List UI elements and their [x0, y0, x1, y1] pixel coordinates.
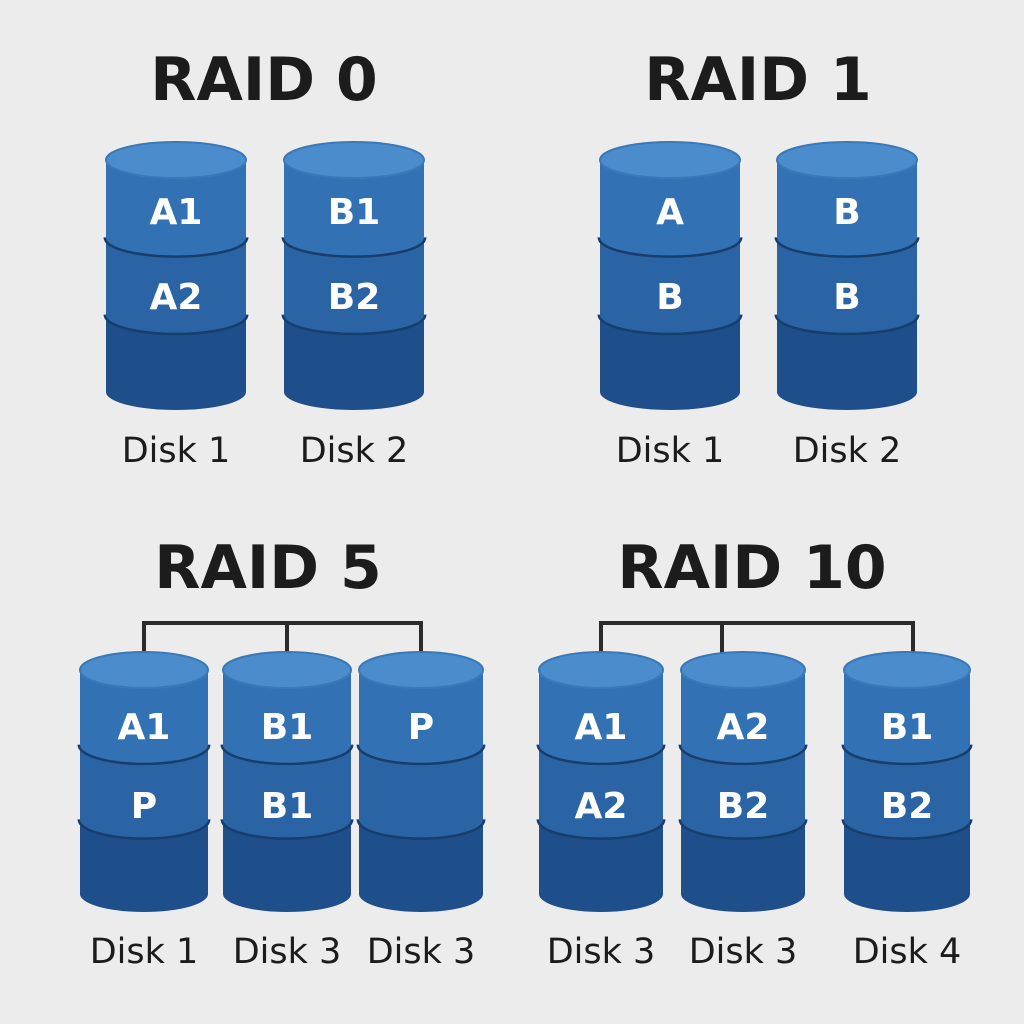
disk-label: Disk 1 — [122, 431, 231, 471]
panel-title: RAID 1 — [644, 45, 871, 115]
disk-segment-3 — [223, 819, 351, 912]
segment-2-label: B2 — [328, 277, 381, 318]
disk-2: A2 B2 Disk 3 — [678, 651, 808, 972]
disk-label: Disk 2 — [793, 431, 902, 471]
disk-1: A1 A2 Disk 1 — [103, 141, 249, 471]
disk-segment-2 — [539, 744, 663, 838]
disk-segment-1 — [539, 670, 663, 763]
disk-label: Disk 3 — [233, 932, 342, 972]
panel-raid-0: RAID 0 A1 A2 Disk 1 B1 B2 Disk 2 — [103, 45, 427, 471]
segment-2-label: P — [131, 786, 157, 827]
panel-raid-5: RAID 5 A1 P Disk 1 B1 B1 Disk 3 P Disk 3 — [77, 533, 486, 972]
disk-segment-2 — [80, 744, 208, 838]
disk-segment-1 — [223, 670, 351, 763]
segment-1-label: B1 — [261, 707, 314, 748]
disk-label: Disk 3 — [689, 932, 798, 972]
segment-2-label: B — [833, 277, 860, 318]
disk-label: Disk 1 — [90, 932, 199, 972]
disk-3: B1 B2 Disk 4 — [841, 651, 973, 972]
disk-segment-1 — [844, 670, 970, 763]
disk-label: Disk 3 — [547, 932, 656, 972]
disk-label: Disk 4 — [853, 932, 962, 972]
disk-segment-1 — [284, 160, 424, 256]
disk-top-cap — [680, 651, 806, 689]
disk-top-cap — [358, 651, 484, 689]
panel-title: RAID 5 — [154, 533, 381, 603]
disk-segment-3 — [284, 314, 424, 410]
disk-top-cap — [79, 651, 209, 689]
disk-segment-1 — [777, 160, 917, 256]
segment-2-label: B2 — [717, 786, 770, 827]
disk-segment-3 — [777, 314, 917, 410]
disk-1: A B Disk 1 — [597, 141, 743, 471]
disk-segment-2 — [223, 744, 351, 838]
disk-top-cap — [843, 651, 971, 689]
disk-segment-2 — [284, 237, 424, 333]
disk-segment-1 — [600, 160, 740, 256]
disk-segment-1 — [80, 670, 208, 763]
disk-top-cap — [105, 141, 247, 179]
disk-top-cap — [599, 141, 741, 179]
disk-segment-3 — [539, 819, 663, 912]
segment-2-label: B2 — [881, 786, 934, 827]
segment-1-label: B — [833, 192, 860, 233]
disk-segment-3 — [844, 819, 970, 912]
segment-1-label: P — [408, 707, 434, 748]
segment-2-label: B1 — [261, 786, 314, 827]
segment-1-label: A1 — [118, 707, 171, 748]
disk-top-cap — [222, 651, 352, 689]
disk-segment-2 — [844, 744, 970, 838]
disk-segment-2 — [106, 237, 246, 333]
disk-label: Disk 2 — [300, 431, 409, 471]
segment-2-label: B — [656, 277, 683, 318]
disk-segment-3 — [80, 819, 208, 912]
disk-segment-2 — [359, 744, 483, 838]
panel-raid-1: RAID 1 A B Disk 1 B B Disk 2 — [597, 45, 920, 471]
disk-segment-2 — [600, 237, 740, 333]
panel-title: RAID 10 — [617, 533, 886, 603]
disk-segment-3 — [106, 314, 246, 410]
panel-title: RAID 0 — [150, 45, 377, 115]
disk-segment-1 — [681, 670, 805, 763]
segment-1-label: A — [656, 192, 684, 233]
segment-2-label: A2 — [575, 786, 628, 827]
disk-segment-3 — [600, 314, 740, 410]
segment-1-label: A2 — [717, 707, 770, 748]
disk-segment-3 — [681, 819, 805, 912]
disk-2: B1 B1 Disk 3 — [220, 651, 354, 972]
disk-label: Disk 3 — [367, 932, 476, 972]
disk-top-cap — [538, 651, 664, 689]
disk-segment-2 — [681, 744, 805, 838]
segment-2-label: A2 — [150, 277, 203, 318]
segment-1-label: B1 — [881, 707, 934, 748]
disk-segment-1 — [359, 670, 483, 763]
disk-segment-3 — [359, 819, 483, 912]
disk-top-cap — [283, 141, 425, 179]
segment-1-label: A1 — [575, 707, 628, 748]
disk-2: B B Disk 2 — [774, 141, 920, 471]
panel-raid-10: RAID 10 A1 A2 Disk 3 A2 B2 Disk 3 B1 B2 … — [536, 533, 973, 972]
disk-label: Disk 1 — [616, 431, 725, 471]
disk-1: A1 P Disk 1 — [77, 651, 211, 972]
disk-top-cap — [776, 141, 918, 179]
disk-segment-2 — [777, 237, 917, 333]
disk-2: B1 B2 Disk 2 — [281, 141, 427, 471]
disk-segment-1 — [106, 160, 246, 256]
disk-1: A1 A2 Disk 3 — [536, 651, 666, 972]
segment-1-label: A1 — [150, 192, 203, 233]
disk-3: P Disk 3 — [356, 651, 486, 972]
segment-1-label: B1 — [328, 192, 381, 233]
